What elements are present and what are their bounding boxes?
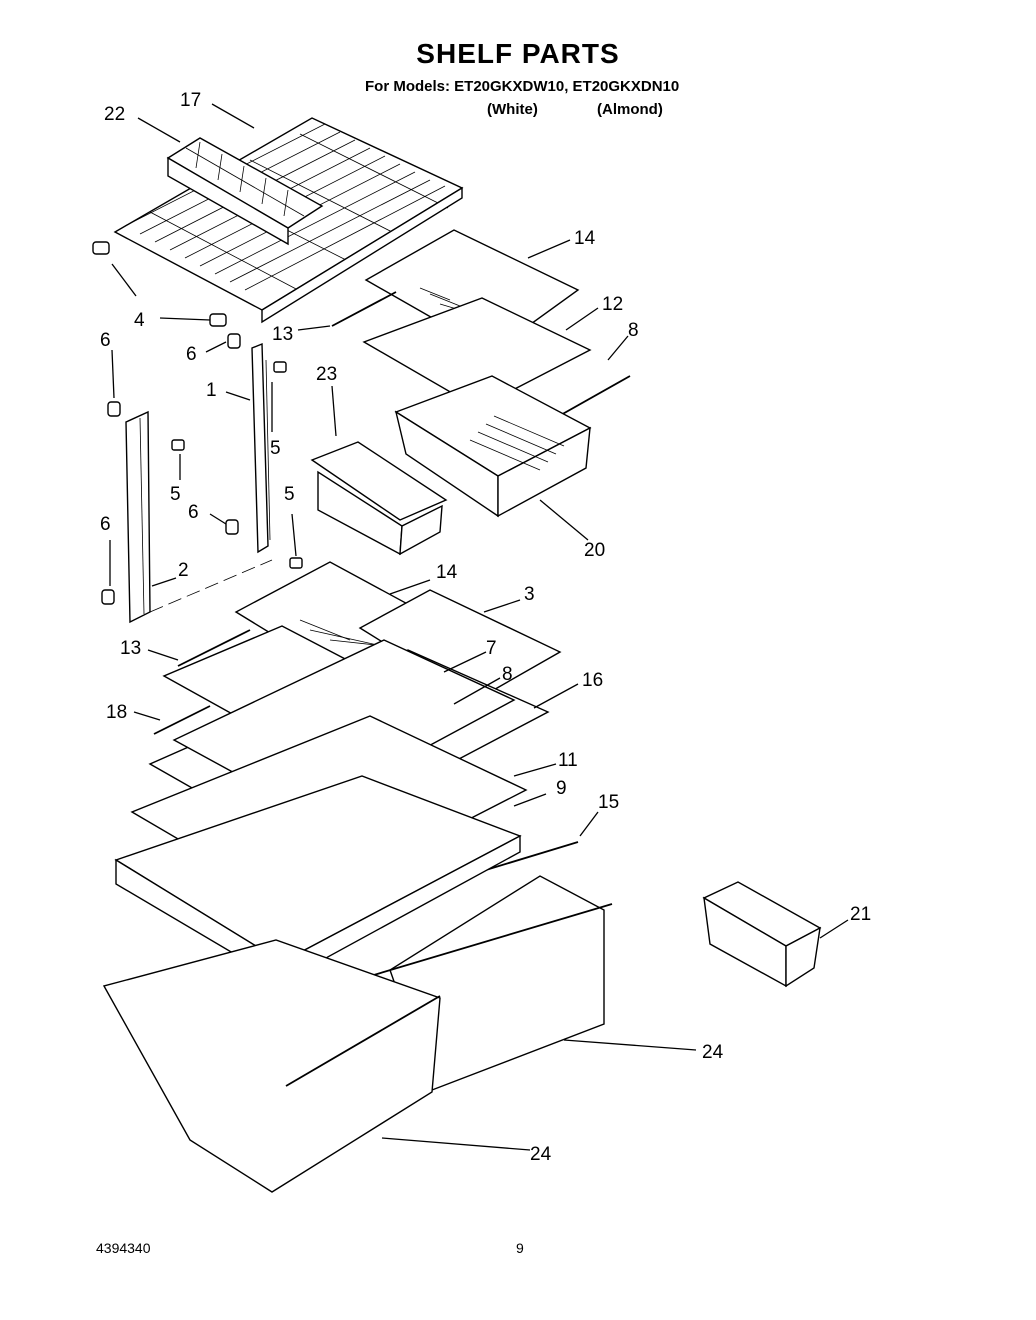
meat-pan [394, 375, 592, 518]
doc-number: 4394340 [96, 1240, 151, 1256]
callout-18: 18 [106, 702, 127, 723]
shelf-rail-left [125, 410, 151, 624]
callout-6-d: 6 [100, 514, 111, 535]
door-bin [310, 441, 448, 556]
callout-labels: 22 17 14 4 12 8 13 6 6 1 23 5 5 6 5 20 6… [100, 90, 871, 1165]
callout-2: 2 [178, 560, 189, 581]
callout-13-upper: 13 [272, 324, 293, 345]
callout-21: 21 [850, 904, 871, 925]
callout-5-a: 5 [270, 438, 281, 459]
callout-leaders [109, 103, 849, 1151]
callout-14-upper: 14 [574, 228, 596, 249]
screw-lower [289, 557, 303, 569]
callout-5-b: 5 [170, 484, 181, 505]
callout-24-right: 24 [702, 1042, 724, 1063]
callout-8-lower: 8 [502, 664, 513, 685]
trim-18 [153, 705, 211, 735]
variant-white: (White) [487, 101, 538, 118]
shelf-support-right [209, 313, 227, 327]
callout-7: 7 [486, 638, 497, 659]
callout-1: 1 [206, 380, 217, 401]
callout-16: 16 [582, 670, 603, 691]
shelf-support-left [92, 241, 110, 255]
callout-4: 4 [134, 310, 145, 331]
shelf-rail-right [251, 342, 271, 554]
screw-upper [273, 361, 287, 373]
page-number: 9 [516, 1240, 524, 1256]
callout-20: 20 [584, 540, 605, 561]
callout-11: 11 [558, 750, 578, 771]
clip-lower-right [225, 519, 239, 535]
callout-17: 17 [180, 90, 201, 111]
callout-3: 3 [524, 584, 535, 605]
callout-14-lower: 14 [436, 562, 458, 583]
screw-left [171, 439, 185, 451]
crisper-drawer-left [102, 939, 441, 1193]
callout-6-c: 6 [188, 502, 199, 523]
callout-22: 22 [104, 104, 125, 125]
clip-upper-right [227, 333, 241, 349]
callout-9: 9 [556, 778, 567, 799]
page-title: SHELF PARTS [416, 38, 620, 69]
callout-23: 23 [316, 364, 337, 385]
callout-6-a: 6 [100, 330, 111, 351]
callout-12: 12 [602, 294, 623, 315]
clip-lower-left [101, 589, 115, 605]
variant-almond: (Almond) [597, 101, 663, 118]
callout-8-upper: 8 [628, 320, 639, 341]
callout-5-c: 5 [284, 484, 295, 505]
callout-6-b: 6 [186, 344, 197, 365]
models-line: For Models: ET20GKXDW10, ET20GKXDN10 [365, 78, 680, 95]
ice-tray [166, 137, 324, 246]
clip-upper-left [107, 401, 121, 417]
callout-24-left: 24 [530, 1144, 552, 1165]
rail-align-line [149, 559, 273, 613]
dairy-bin [702, 881, 822, 988]
callout-13-lower: 13 [120, 638, 141, 659]
callout-15: 15 [598, 792, 619, 813]
